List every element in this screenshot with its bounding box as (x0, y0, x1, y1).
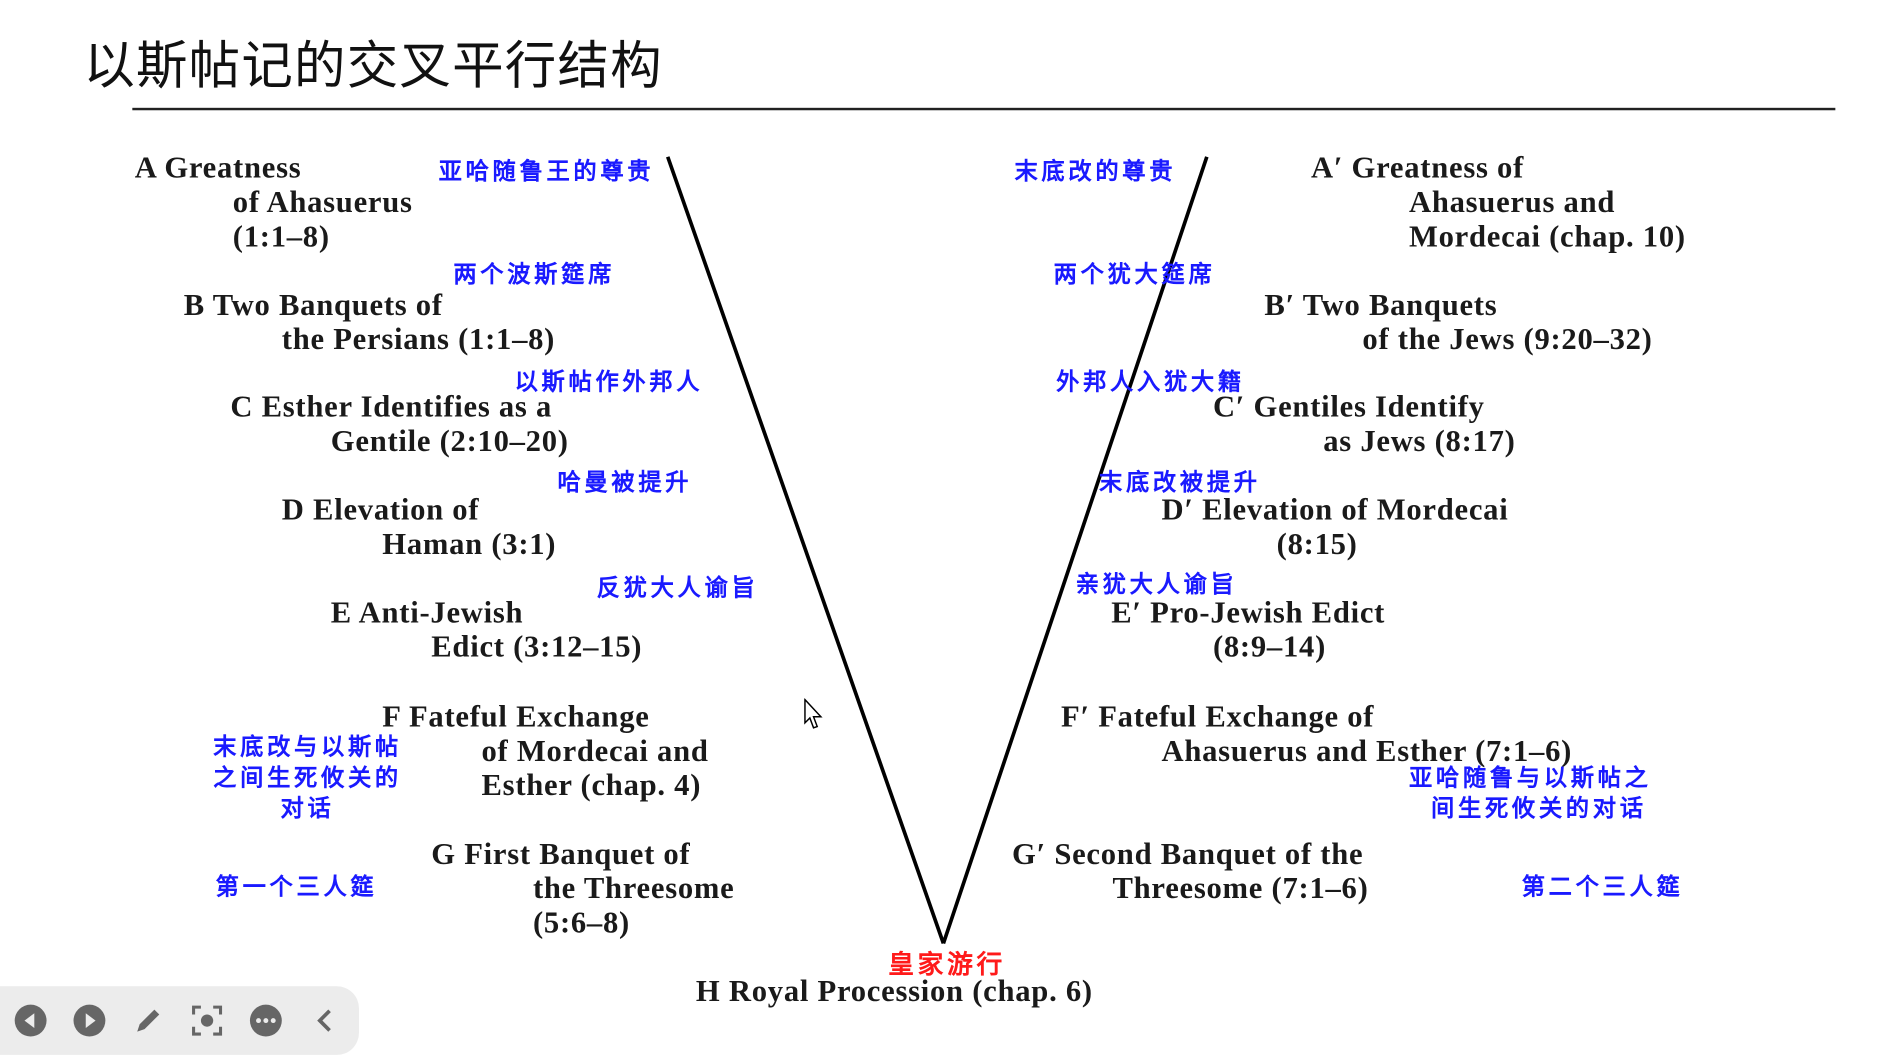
item-b-prime-line1: B′ Two Banquets (1264, 289, 1498, 323)
item-b-prime-annotation: 两个犹大筵席 (1053, 260, 1216, 288)
item-f-prime-line2: Ahasuerus and Esther (7:1–6) (1161, 735, 1573, 769)
next-icon (73, 1004, 106, 1037)
item-d-prime-line2: (8:15) (1276, 528, 1358, 562)
focus-button[interactable] (186, 1000, 228, 1042)
item-f-line3: Esther (chap. 4) (481, 769, 702, 803)
pen-icon (137, 1009, 160, 1032)
item-g-line1: G First Banquet of (431, 838, 691, 872)
v-right-line (941, 156, 1209, 944)
pen-button[interactable] (127, 1000, 169, 1042)
item-c-prime-line2: as Jews (8:17) (1323, 425, 1516, 459)
item-f-prime-annotation-1: 亚哈随鲁与以斯帖之 (1408, 764, 1652, 792)
collapse-icon (317, 1009, 331, 1032)
item-b-prime-line2: of the Jews (9:20–32) (1362, 323, 1653, 357)
item-h-line: H Royal Procession (chap. 6) (695, 975, 1093, 1009)
item-d-annotation: 哈曼被提升 (557, 469, 693, 497)
item-b-annotation: 两个波斯筵席 (453, 260, 616, 288)
v-left-line (665, 156, 946, 945)
item-a-line1: A Greatness (134, 151, 302, 186)
item-f-annotation-1: 末底改与以斯帖 (213, 733, 402, 761)
item-g-prime-line1: G′ Second Banquet of the (1012, 838, 1364, 872)
item-a-line3: (1:1–8) (232, 220, 330, 254)
item-c-prime-annotation: 外邦人入犹大籍 (1056, 368, 1245, 396)
item-b-line1: B Two Banquets of (183, 289, 443, 323)
item-c-prime-line1: C′ Gentiles Identify (1212, 390, 1485, 424)
item-b-line2: the Persians (1:1–8) (281, 323, 556, 357)
item-e-annotation: 反犹大人谕旨 (596, 574, 759, 602)
item-g-annotation: 第一个三人筵 (215, 873, 378, 901)
item-e-prime-line2: (8:9–14) (1212, 630, 1327, 665)
item-d-prime-annotation: 末底改被提升 (1099, 469, 1261, 497)
previous-icon (14, 1004, 47, 1037)
item-a-prime-line3: Mordecai (chap. 10) (1408, 220, 1686, 254)
item-a-annotation: 亚哈随鲁王的尊贵 (438, 158, 655, 186)
item-g-prime-line2: Threesome (7:1–6) (1112, 872, 1369, 906)
item-f-prime-annotation-2: 间生死攸关的对话 (1431, 795, 1647, 823)
item-e-line2: Edict (3:12–15) (431, 630, 643, 665)
next-slide-button[interactable] (69, 1000, 111, 1042)
item-c-line1: C Esther Identifies as a (230, 390, 553, 424)
item-d-line1: D Elevation of (281, 493, 480, 527)
focus-icon (192, 1005, 223, 1036)
mouse-cursor-icon (804, 698, 823, 729)
item-f-prime-line1: F′ Fateful Exchange of (1061, 700, 1375, 734)
previous-slide-button[interactable] (10, 1000, 52, 1042)
item-f-annotation-2: 之间生死攸关的 (213, 764, 402, 792)
item-d-prime-line1: D′ Elevation of Mordecai (1161, 493, 1509, 527)
item-f-annotation-3: 对话 (280, 795, 335, 823)
item-g-line3: (5:6–8) (532, 906, 630, 940)
more-button[interactable] (245, 1000, 287, 1042)
presentation-toolbar (0, 986, 359, 1055)
item-c-line2: Gentile (2:10–20) (330, 425, 569, 459)
item-e-prime-line1: E′ Pro-Jewish Edict (1111, 596, 1386, 630)
more-icon (249, 1004, 282, 1037)
item-g-prime-annotation: 第二个三人筵 (1521, 873, 1684, 901)
slide-title: 以斯帖记的交叉平行结构 (83, 35, 663, 96)
item-d-line2: Haman (3:1) (382, 528, 557, 562)
item-a-prime-line2: Ahasuerus and (1408, 186, 1616, 220)
item-c-annotation: 以斯帖作外邦人 (514, 368, 704, 396)
item-h-annotation: 皇家游行 (888, 949, 1006, 979)
item-a-prime-line1: A′ Greatness of (1310, 151, 1525, 186)
item-g-line2: the Threesome (532, 872, 735, 906)
item-e-prime-annotation: 亲犹大人谕旨 (1075, 570, 1238, 598)
item-a-prime-annotation: 末底改的尊贵 (1014, 158, 1177, 186)
item-a-line2: of Ahasuerus (232, 186, 413, 220)
item-f-line1: F Fateful Exchange (382, 700, 650, 734)
collapse-toolbar-button[interactable] (304, 1000, 346, 1042)
item-f-line2: of Mordecai and (481, 735, 709, 769)
item-e-line1: E Anti-Jewish (330, 596, 524, 630)
title-divider (132, 107, 1836, 111)
